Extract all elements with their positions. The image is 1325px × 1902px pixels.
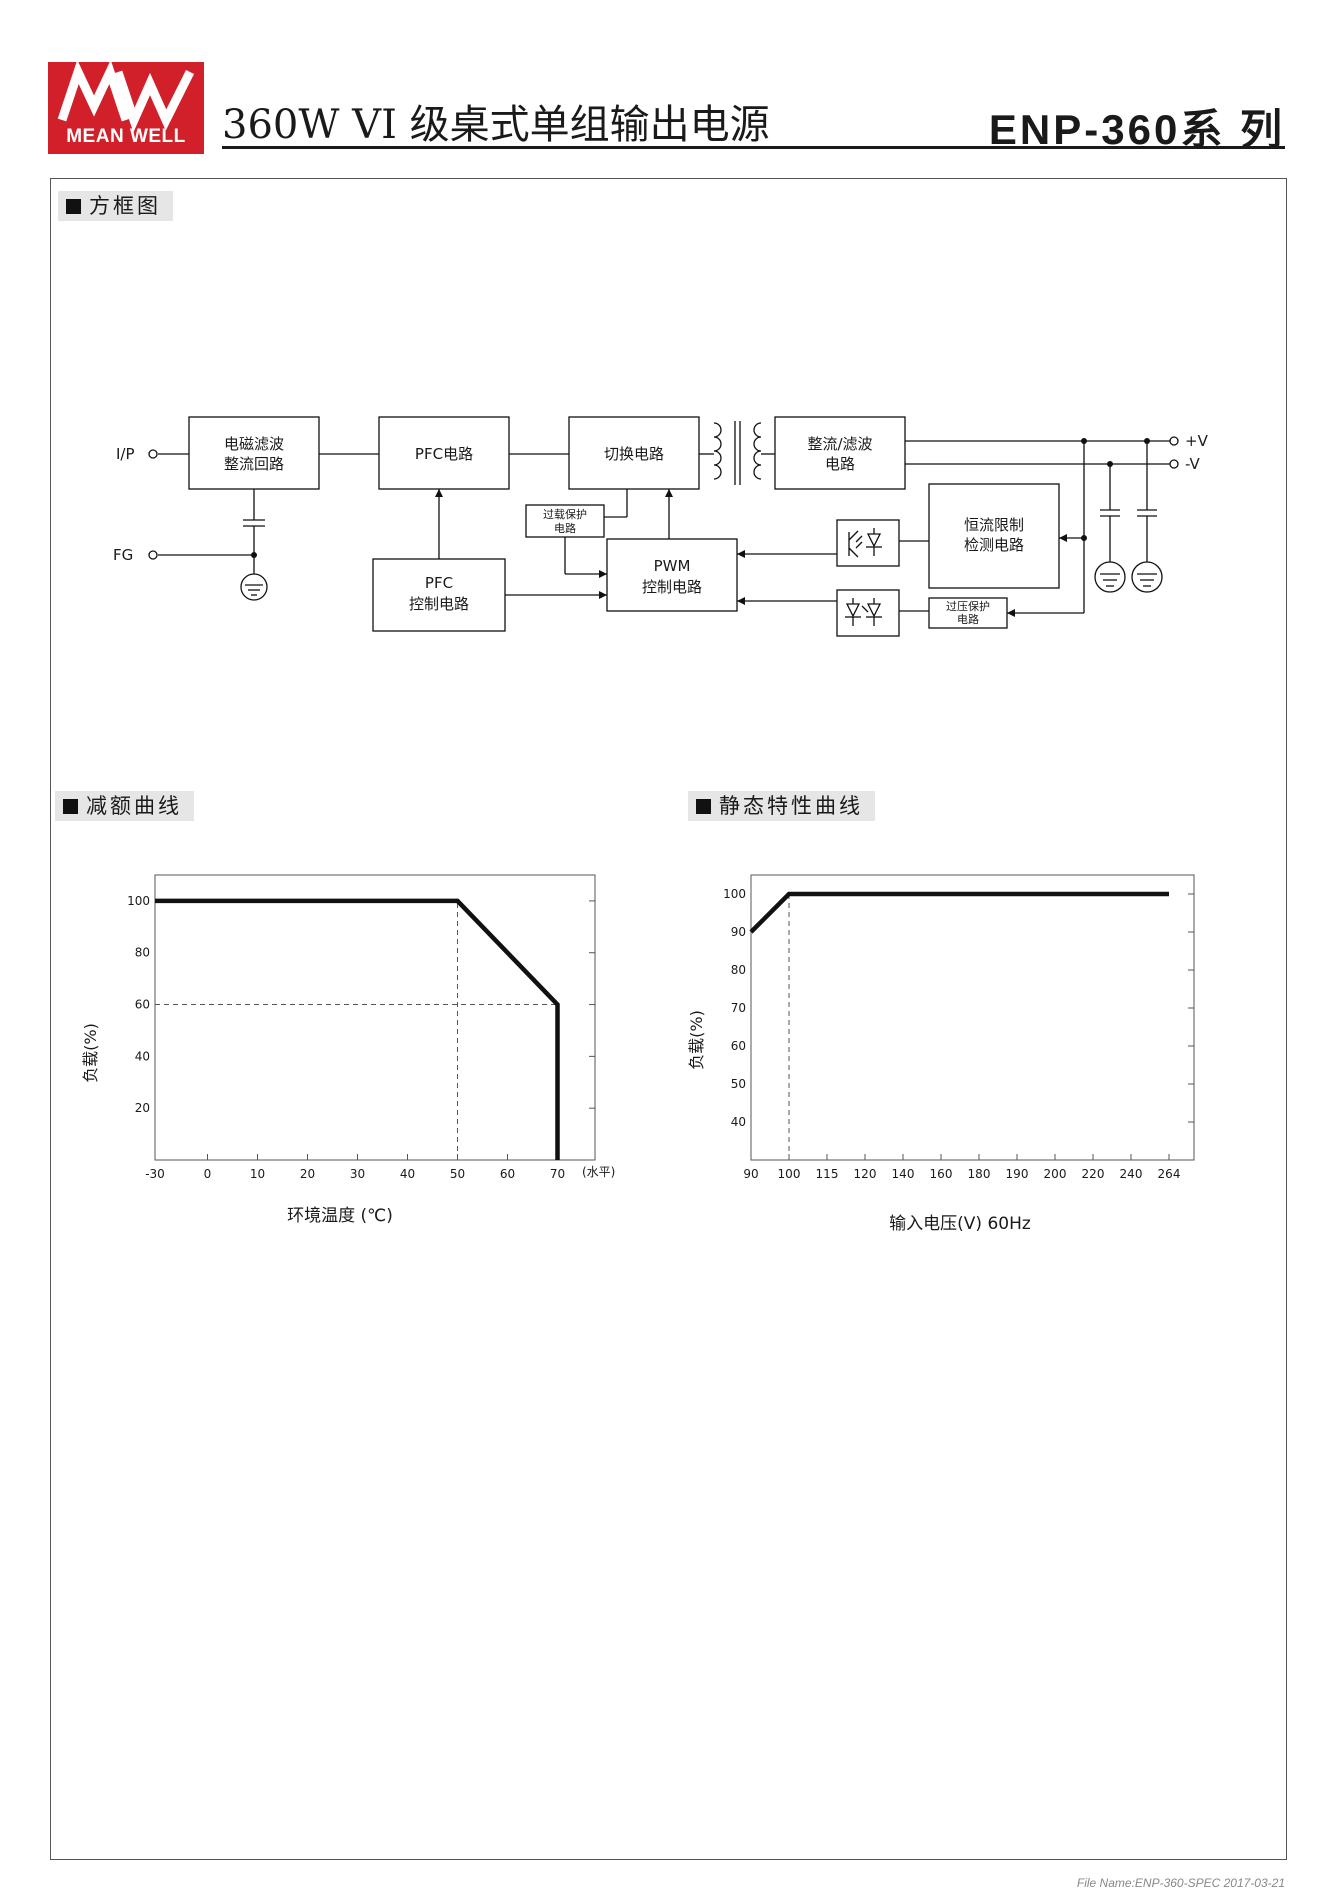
static-x-tick-label: 220 — [1082, 1167, 1105, 1181]
derating-x-tick-label: 70 — [550, 1167, 565, 1181]
black-square-icon — [696, 799, 711, 814]
derating-y-tick-label: 60 — [135, 998, 150, 1012]
derating-x-tick-label: 40 — [400, 1167, 415, 1181]
static-x-tick-label: 160 — [930, 1167, 953, 1181]
static-x-tick-label: 115 — [816, 1167, 839, 1181]
page-title: 360W VI 级桌式单组输出电源 — [222, 102, 770, 148]
black-square-icon — [66, 199, 81, 214]
derating-x-unit: (水平) — [582, 1165, 615, 1179]
static-x-tick-label: 190 — [1006, 1167, 1029, 1181]
brand-logo: MEAN WELL — [48, 62, 204, 154]
static-x-tick-label: 264 — [1158, 1167, 1181, 1181]
derating-chart: 20 40 60 80 100 -30 0 10 20 30 40 50 60 70 (水平) 环境温度 … — [81, 874, 615, 1226]
static-x-tick-label: 200 — [1044, 1167, 1067, 1181]
derating-y-tick-label: 20 — [135, 1101, 150, 1115]
derating-y-tick-label: 80 — [135, 946, 150, 960]
derating-x-tick-label: 30 — [350, 1167, 365, 1181]
derating-x-tick-label: 20 — [300, 1167, 315, 1181]
static-y-tick-label: 100 — [723, 887, 746, 901]
static-x-tick-label: 120 — [854, 1167, 877, 1181]
derating-y-tick-label: 100 — [127, 894, 150, 908]
derating-y-tick-label: 40 — [135, 1049, 150, 1063]
content-frame — [50, 178, 1287, 1860]
mw-logo-icon — [57, 62, 195, 133]
series-title: ENP-360系 列 — [988, 106, 1285, 153]
static-x-tick-label: 140 — [892, 1167, 915, 1181]
static-y-tick-label: 90 — [731, 925, 746, 939]
brand-name: MEAN WELL — [66, 126, 186, 147]
derating-x-tick-label: 60 — [500, 1167, 515, 1181]
static-y-axis-label: 负载(%) — [687, 1010, 706, 1070]
static-y-tick-label: 50 — [731, 1077, 746, 1091]
static-y-tick-label: 80 — [731, 963, 746, 977]
derating-curve — [155, 898, 560, 1160]
static-x-tick-label: 100 — [778, 1167, 801, 1181]
derating-plot-area — [154, 874, 596, 1161]
derating-y-axis-label: 负载(%) — [81, 1023, 100, 1083]
section-heading-block-diagram: 方框图 — [58, 191, 173, 221]
static-plot-area — [750, 874, 1195, 1161]
section-heading-static: 静态特性曲线 — [688, 791, 875, 821]
black-square-icon — [63, 799, 78, 814]
static-x-axis-label: 输入电压(V) 60Hz — [889, 1214, 1031, 1234]
section-heading-derating: 减额曲线 — [55, 791, 194, 821]
derating-x-tick-label: 0 — [204, 1167, 212, 1181]
derating-x-tick-label: 50 — [450, 1167, 465, 1181]
header-rule — [222, 146, 1285, 149]
static-curve — [749, 891, 1169, 934]
static-x-tick-label: 90 — [743, 1167, 758, 1181]
static-y-tick-label: 60 — [731, 1039, 746, 1053]
static-x-tick-label: 240 — [1120, 1167, 1143, 1181]
derating-x-axis-label: 环境温度 (℃) — [287, 1206, 393, 1226]
static-x-tick-label: 180 — [968, 1167, 991, 1181]
static-chart: 40 50 60 70 80 90 100 90 100 115 120 140 160 180 190 20… — [687, 874, 1195, 1234]
static-y-tick-label: 70 — [731, 1001, 746, 1015]
derating-x-tick-label: -30 — [145, 1167, 165, 1181]
static-y-tick-label: 40 — [731, 1115, 746, 1129]
footer-file-name: File Name:ENP-360-SPEC 2017-03-21 — [1076, 1876, 1285, 1890]
derating-x-tick-label: 10 — [250, 1167, 265, 1181]
